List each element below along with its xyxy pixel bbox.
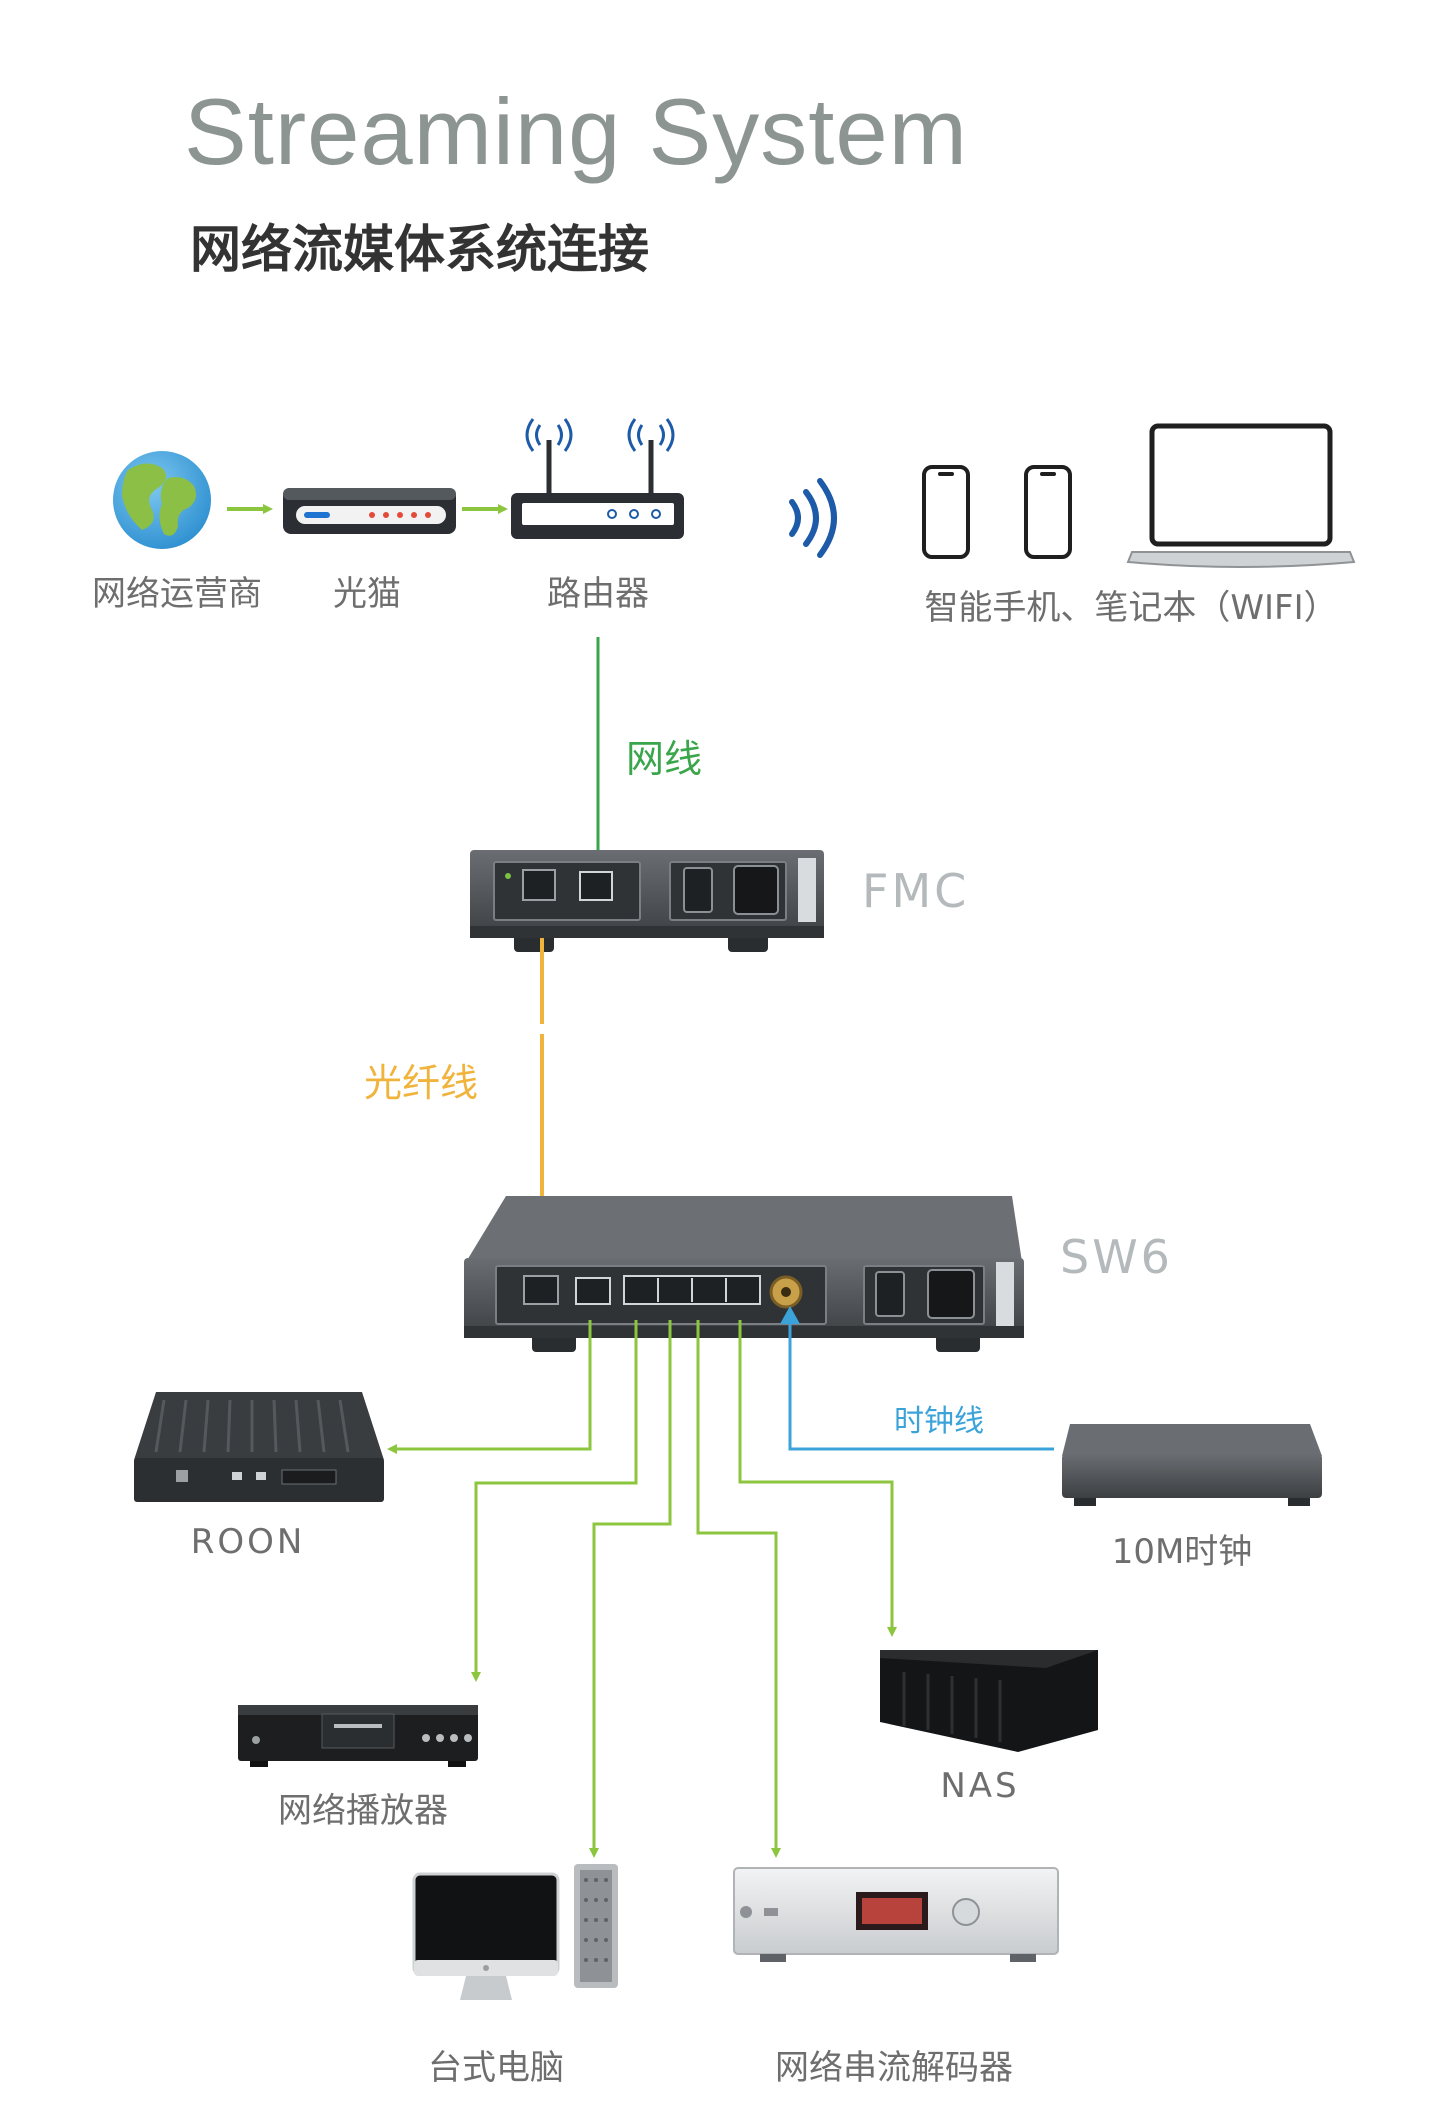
fmc-device — [470, 850, 824, 952]
router-label: 路由器 — [547, 574, 649, 614]
modem-label: 光猫 — [333, 574, 401, 614]
clock-cable-label: 时钟线 — [894, 1404, 984, 1439]
page-subtitle: 网络流媒体系统连接 — [190, 221, 650, 280]
clock-cable — [780, 1306, 1054, 1451]
network-player-label: 网络播放器 — [278, 1791, 448, 1831]
lan-to-network-player — [471, 1320, 638, 1682]
streamer-dac-device — [733, 1867, 1059, 1962]
laptop-icon — [1126, 423, 1356, 568]
router-device — [511, 418, 684, 539]
nas-device — [880, 1650, 1098, 1752]
roon-device — [134, 1392, 384, 1502]
sw6-device — [464, 1196, 1024, 1352]
ethernet-cable — [588, 637, 608, 874]
fmc-label: FMC — [862, 864, 970, 918]
smartphone-icon — [922, 465, 970, 559]
ethernet-cable-label: 网线 — [626, 737, 703, 781]
smartphone-icon — [1024, 465, 1072, 559]
isp-label: 网络运营商 — [92, 574, 262, 614]
lan-to-desktop — [589, 1320, 672, 1858]
desktop-label: 台式电脑 — [428, 2048, 564, 2088]
streamer-dac-label: 网络串流解码器 — [775, 2048, 1013, 2088]
wifi-devices-label: 智能手机、笔记本（WIFI） — [924, 588, 1338, 628]
wifi-signal-icon — [789, 478, 837, 558]
fiber-cable-label: 光纤线 — [364, 1061, 479, 1105]
lan-connections — [387, 1320, 897, 1858]
globe-icon — [113, 451, 211, 549]
antenna-signal-icon — [525, 418, 675, 452]
lan-to-nas — [738, 1320, 897, 1637]
lan-to-streamer-dac — [696, 1320, 781, 1858]
clock-10m-label: 10M时钟 — [1111, 1532, 1253, 1572]
page-title: Streaming System — [184, 79, 968, 184]
nas-label: NAS — [940, 1766, 1020, 1806]
lan-to-roon — [387, 1320, 592, 1454]
network-player-device — [238, 1705, 478, 1767]
roon-label: ROON — [190, 1522, 306, 1562]
desktop-computer — [412, 1864, 618, 2000]
sw6-label: SW6 — [1060, 1230, 1173, 1284]
modem-device — [283, 488, 456, 534]
clock-10m-device — [1062, 1424, 1322, 1506]
